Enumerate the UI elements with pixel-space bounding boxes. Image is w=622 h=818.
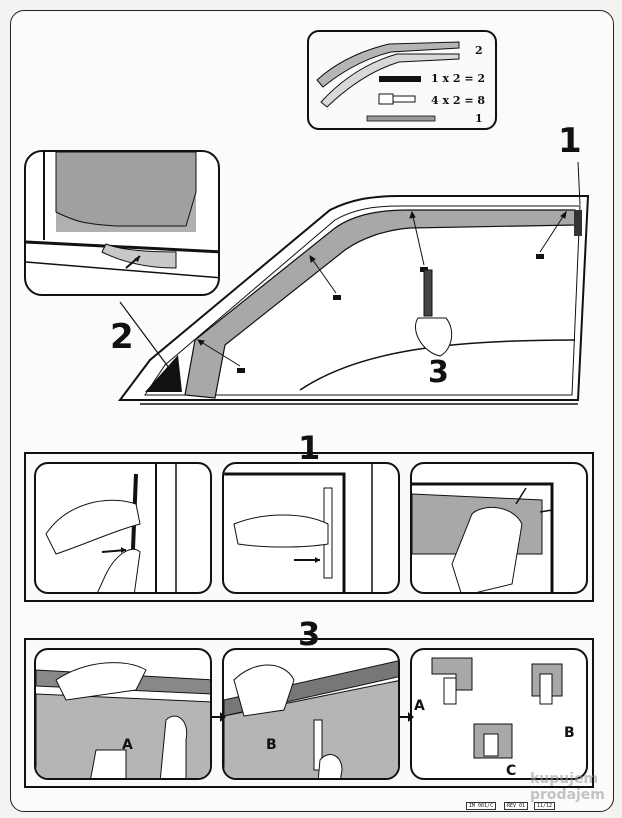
step-1-frame-3-drawing [412, 482, 554, 592]
step-3-frame-b-drawing [224, 660, 398, 778]
step-1-frame-1 [34, 462, 212, 594]
parts-list-box: 2 1 x 2 = 2 4 x 2 = 8 1 [307, 30, 497, 130]
overview-step-2: 2 [110, 317, 134, 357]
step-1-frame-3 [410, 462, 588, 594]
step-3-detail-label-b: B [564, 725, 575, 741]
step-3-detail-label-a: A [414, 698, 425, 714]
step-3-number: 3 [298, 615, 321, 653]
clip-icon [378, 93, 416, 105]
watermark-line-2: prodajem [530, 787, 605, 803]
parts-qty-3: 4 x 2 = 8 [431, 94, 486, 107]
step-1-panel [24, 452, 594, 602]
step-3-label-a: A [122, 737, 133, 753]
step-1-number: 1 [298, 429, 321, 467]
parts-qty-1: 2 [475, 44, 483, 57]
parts-qty-2: 1 x 2 = 2 [431, 72, 486, 85]
black-strip-icon [379, 76, 421, 82]
step-3-detail-drawing [431, 657, 563, 759]
deflector-pair-icon [316, 41, 460, 108]
inset-drawing [26, 152, 218, 279]
footer-ref-3: 11/12 [534, 802, 556, 810]
step-1-frame-1-drawing [45, 464, 177, 592]
step-3-label-b: B [266, 737, 277, 753]
footer-ref-2: REV 01 [504, 802, 529, 810]
overview-step-3: 3 [428, 355, 449, 390]
footer-ref-1: IM 001/C [466, 802, 497, 810]
watermark-line-1: kupujem [530, 771, 599, 787]
step-3-frame-a-drawing [36, 662, 210, 778]
step-3-frame-b [222, 648, 400, 780]
step-3-frame-detail [410, 648, 588, 780]
parts-qty-4: 1 [475, 112, 483, 125]
cleaning-strip-icon [366, 115, 436, 122]
step-1-frame-2 [222, 462, 400, 594]
step-3-detail-label-c: C [506, 763, 517, 779]
overview-step-1: 1 [558, 121, 582, 161]
inset-detail [24, 150, 220, 296]
step-1-frame-2-drawing [224, 464, 373, 592]
step-3-panel [24, 638, 594, 788]
step-3-frame-a [34, 648, 212, 780]
